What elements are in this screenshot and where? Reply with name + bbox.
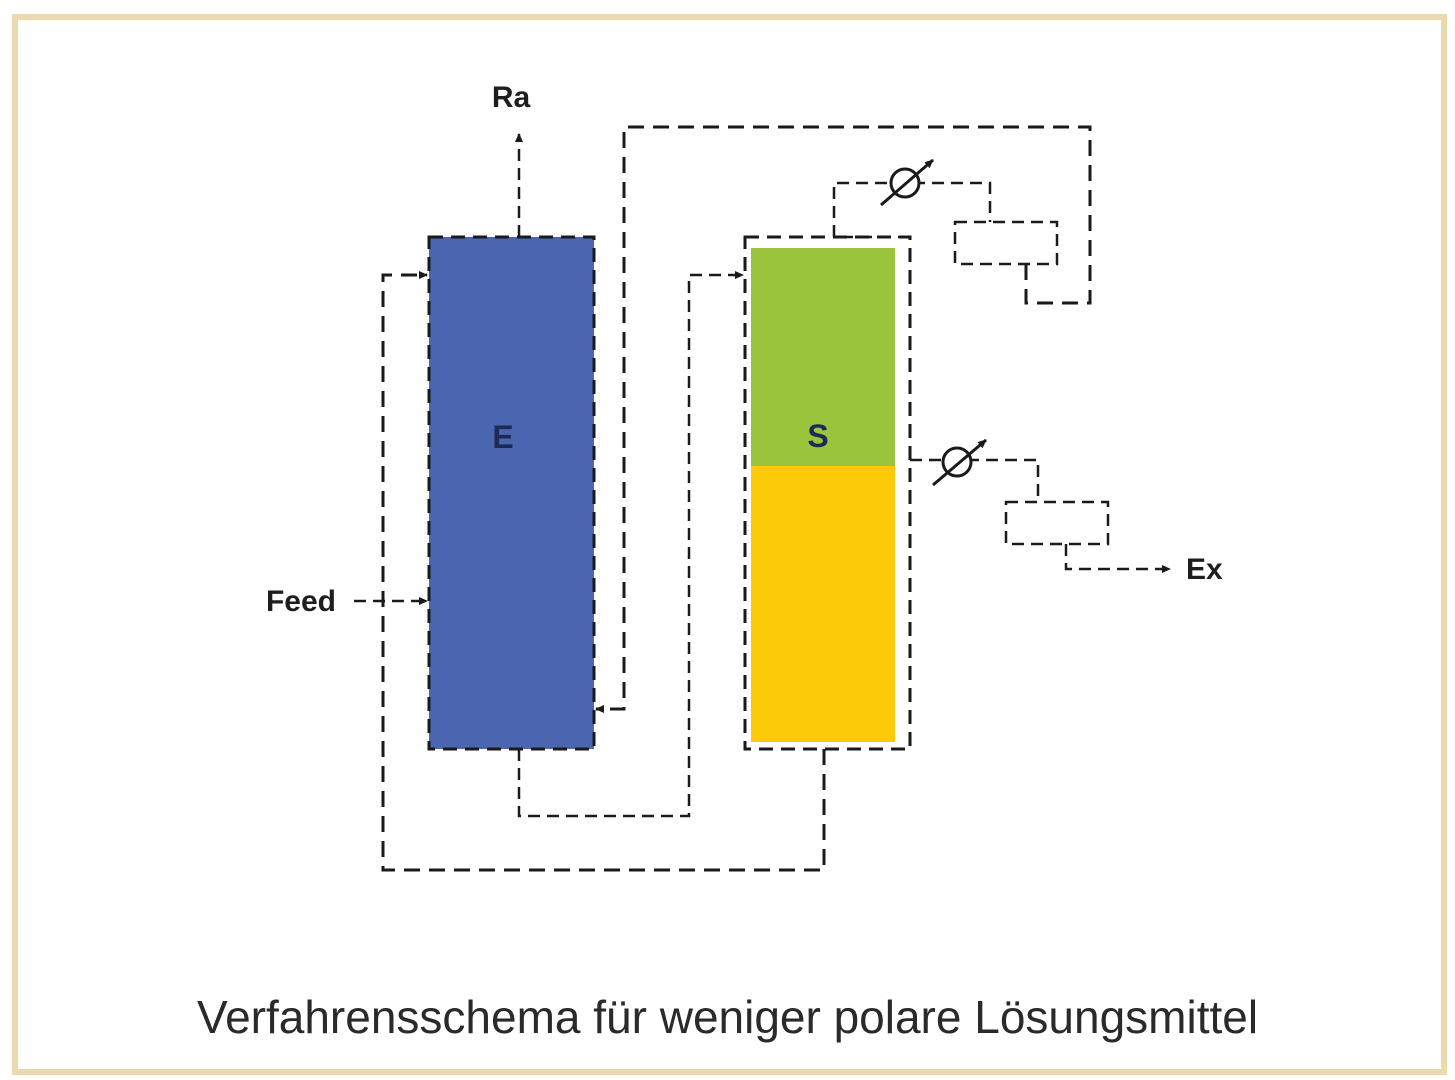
extractor-to-separator-line bbox=[517, 271, 744, 818]
feed-label: Feed bbox=[266, 585, 336, 618]
diagram-caption: Verfahrensschema für weniger polare Lösu… bbox=[196, 991, 1259, 1043]
extractor-label: E bbox=[492, 419, 513, 455]
ex-outlet-line bbox=[1064, 544, 1171, 573]
ra-label: Ra bbox=[492, 81, 531, 114]
extract-outlet-line bbox=[910, 458, 1040, 502]
extractor-column bbox=[427, 235, 596, 751]
valve-icon bbox=[880, 158, 934, 207]
separator-top-phase bbox=[751, 248, 895, 466]
heat-exchanger-icon bbox=[953, 220, 1059, 266]
diagram-frame bbox=[12, 14, 1447, 1075]
separator-bottom-phase bbox=[751, 466, 895, 742]
ex-label: Ex bbox=[1186, 553, 1223, 586]
top-return-line bbox=[595, 125, 1092, 713]
separator-label: S bbox=[807, 418, 828, 454]
recycle-bottom-loop bbox=[381, 271, 826, 872]
separator-vessel-outline bbox=[743, 235, 912, 751]
valve-icon bbox=[932, 438, 987, 487]
heat-exchanger-icon bbox=[1004, 500, 1110, 546]
